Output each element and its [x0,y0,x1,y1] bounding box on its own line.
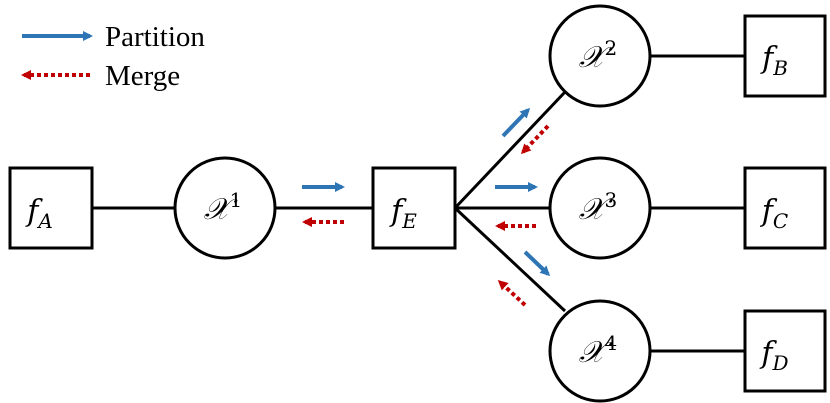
factor-node-fE: fE [371,166,457,250]
partition-arrows [302,107,551,277]
factor-node-fD: fD [743,309,827,393]
merge-legend-label: Merge [105,60,180,92]
variable-node-x1: 𝒳1 [173,156,277,260]
partition-arrow-fE-x4 [523,250,551,277]
legend: Partition Merge [21,21,205,92]
edge-fE-x4 [453,206,567,313]
partition-legend-label: Partition [105,21,205,53]
factor-node-fC: fC [743,166,827,250]
factor-node-fA: fA [8,166,94,250]
merge-arrow-x4-fE [497,279,527,307]
variable-node-x4: 𝒳4 [548,299,652,403]
variable-node-x3: 𝒳3 [548,156,652,260]
factor-node-fB: fB [743,14,827,98]
merge-arrows [302,124,550,307]
partition-arrow-fE-x2 [501,107,531,138]
edges [92,54,745,353]
variable-node-x2: 𝒳2 [548,4,652,108]
merge-arrow-x2-fE [520,124,550,155]
edge-fE-x2 [453,90,567,210]
